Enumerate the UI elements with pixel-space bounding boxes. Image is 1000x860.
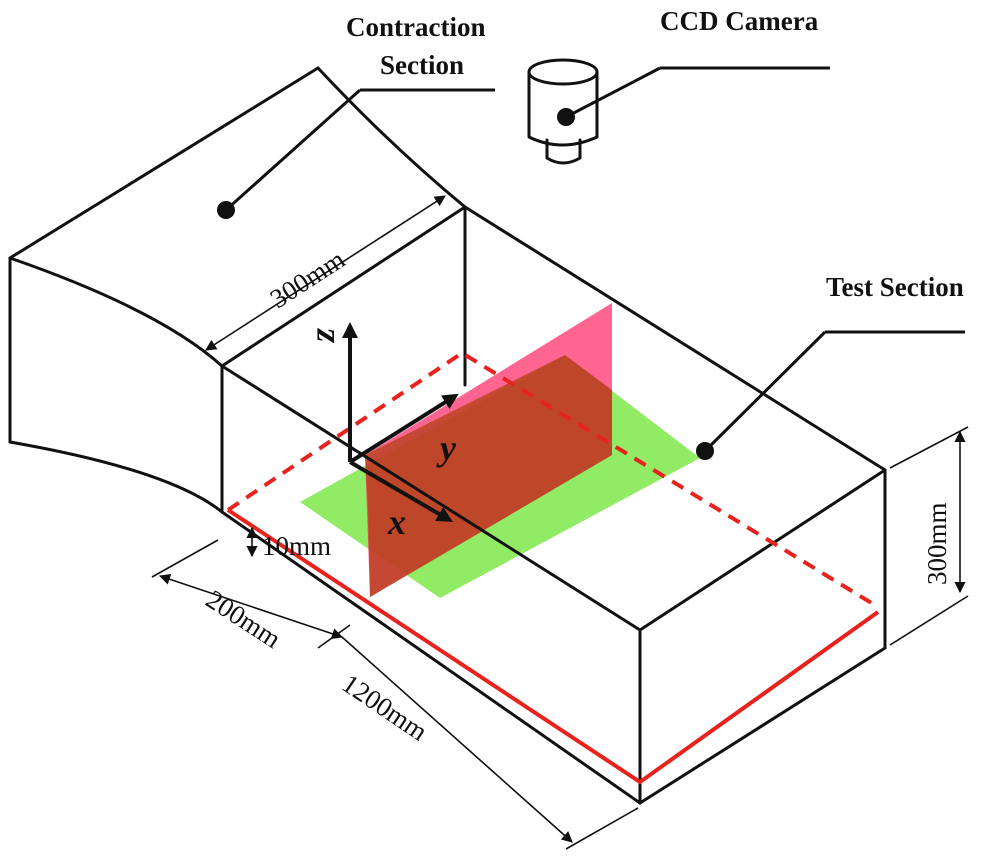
test-section-top-near-edge: [220, 364, 642, 632]
offset-dimension-label: 10mm: [262, 531, 331, 561]
contraction-callout-dot: [217, 201, 235, 219]
dimension-lengths: 200mm 1200mm: [151, 539, 639, 850]
y-axis-label: y: [436, 428, 457, 468]
test-section-bottom-near-edge: [220, 510, 642, 805]
contraction-label-line2: Section: [380, 50, 464, 80]
laser-sheet-overlap: [365, 355, 612, 597]
height-extension-top: [889, 426, 969, 469]
red-solid-plane-outline: [226, 508, 880, 785]
length-extension-right: [565, 807, 639, 850]
camera-leader-diagonal: [565, 66, 661, 119]
width-dimension-line: [205, 195, 446, 351]
contraction-label-line1: Contraction: [346, 12, 485, 42]
camera-body: [527, 70, 599, 147]
red-dashed-plane-outline: [226, 350, 880, 609]
test-section-leader-diagonal: [703, 330, 827, 453]
test-section-box: [220, 205, 887, 805]
length-extension-left: [151, 539, 219, 578]
contraction-side-curve: [8, 256, 224, 368]
contraction-joint-top: [220, 205, 467, 368]
contraction-top-curve: [316, 66, 467, 209]
camera-lens: [545, 138, 582, 165]
camera-callout-dot: [557, 108, 575, 126]
contraction-top-left-edge: [8, 66, 320, 260]
width-dimension-label: 300mm: [265, 244, 351, 314]
height-extension-bottom: [889, 595, 969, 646]
dimension-height-right: 300mm: [889, 426, 969, 646]
length-200-label: 200mm: [201, 584, 287, 654]
length-extension-mid: [317, 624, 351, 649]
z-axis-label: z: [302, 328, 342, 344]
dimension-offset: 10mm: [246, 526, 331, 561]
y-axis-arrow: [348, 393, 459, 464]
camera-label: CCD Camera: [660, 6, 819, 36]
dimension-width-top: 300mm: [205, 195, 446, 351]
ccd-camera-icon: [527, 58, 599, 165]
camera-top: [527, 58, 599, 86]
x-axis-arrow: [348, 460, 453, 523]
test-section-bottom-end-edge: [638, 646, 887, 805]
x-axis-label: x: [387, 502, 406, 542]
test-section-label: Test Section: [826, 272, 964, 302]
length-1200-label: 1200mm: [337, 668, 433, 747]
length-1200-line: [341, 636, 573, 843]
test-section-top-far-edge: [463, 205, 887, 472]
test-section-callout-dot: [696, 442, 714, 460]
contraction-bottom-curve: [8, 440, 224, 514]
contraction-leader-diagonal: [224, 88, 362, 212]
length-200-line: [158, 573, 344, 640]
callouts: Contraction Section CCD Camera Test Sect…: [217, 6, 965, 460]
height-dimension-label: 300mm: [922, 502, 952, 585]
test-section-top-end-edge: [638, 468, 887, 632]
